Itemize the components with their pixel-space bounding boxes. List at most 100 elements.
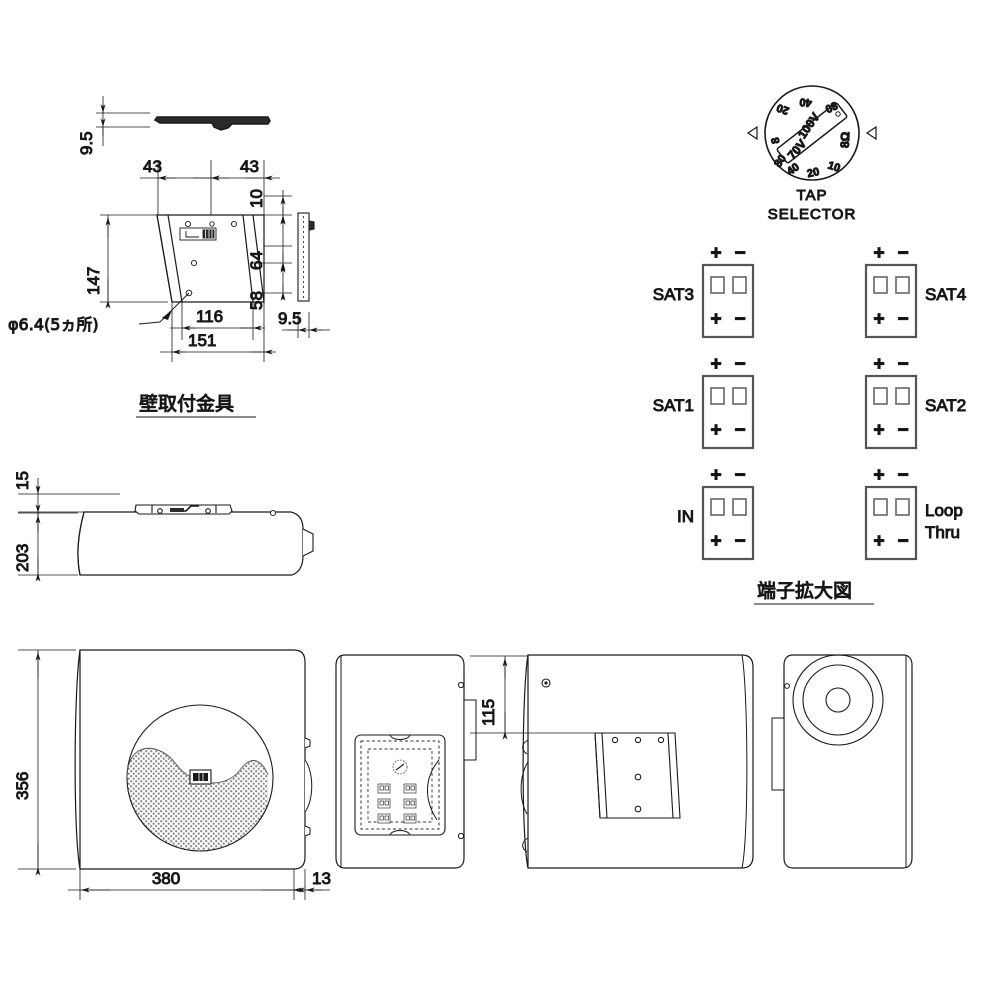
driver-center-cap [825, 687, 851, 713]
sat4-label: SAT4 [925, 285, 966, 304]
back-view-side-latches [520, 739, 529, 853]
tap-tick-upper-0: 20 [775, 101, 791, 116]
loop-minus-bottom: − [897, 531, 908, 552]
top-view-cabinet [77, 511, 304, 576]
dim-right-stack [250, 190, 292, 301]
tap-arrow-right-icon [865, 125, 877, 141]
loop-label-line1: Loop [925, 501, 963, 520]
bracket-view-caption: 壁取付金具 [139, 393, 234, 415]
front-view-side-latches [304, 737, 313, 837]
driver-outer-ring [792, 654, 884, 746]
speaker-back-view: 115 [470, 654, 754, 869]
speaker-rear-panel-view [335, 654, 477, 869]
sat3-minus-bottom: − [734, 309, 745, 330]
sat2-minus-bottom: − [897, 420, 908, 441]
in-plus-top: + [710, 465, 721, 486]
loop-minus-top: − [897, 465, 908, 486]
tap-selector-label-line2: SELECTOR [768, 206, 857, 223]
sat2-plus-top: + [873, 354, 884, 375]
dim-151-label: 151 [188, 331, 216, 350]
dim-203 [18, 512, 78, 582]
bracket-label-plate [179, 227, 217, 241]
in-label: IN [677, 507, 694, 526]
tap-arrow-left-icon [746, 125, 758, 141]
hole-note-label: φ6.4(5ヵ所) [8, 315, 99, 334]
rear-view-mini-terminals [377, 783, 417, 824]
rear-view-side-tab [457, 681, 477, 840]
dim-side-9p5-label: 9.5 [278, 309, 302, 328]
sat1-minus-bottom: − [734, 420, 745, 441]
dim-bracket-thickness-label: 9.5 [77, 131, 96, 155]
sat3-label: SAT3 [653, 285, 694, 304]
in-plus-bottom: + [710, 531, 721, 552]
tap-tick-upper-2: 80 [823, 99, 839, 115]
in-minus-top: − [734, 465, 745, 486]
sat3-plus-bottom: + [710, 309, 721, 330]
speaker-front-view: 356 380 13 [13, 649, 331, 900]
dim-13 [288, 869, 330, 900]
dim-10-label: 10 [247, 189, 266, 208]
terminal-enlarged-view: + − + − SAT3 + − + − SAT4 + − + [652, 243, 967, 605]
side-view-driver [792, 654, 884, 746]
driver-mid-ring [802, 664, 874, 736]
top-view-screw [269, 509, 277, 517]
tap-dot-marker [835, 111, 841, 117]
dim-64-label: 64 [247, 251, 266, 270]
rear-view-terminal-plate [354, 734, 446, 836]
dim-203-label: 203 [13, 544, 32, 572]
in-minus-bottom: − [734, 531, 745, 552]
sat3-minus-top: − [734, 243, 745, 264]
terminal-view-caption: 端子拡大図 [757, 580, 852, 602]
bracket-hole [184, 220, 192, 228]
dim-115 [470, 655, 598, 740]
dim-15-label: 15 [13, 471, 32, 490]
dim-right-43-label: 43 [240, 157, 259, 176]
dim-356 [18, 649, 76, 876]
sat4-minus-bottom: − [897, 309, 908, 330]
dim-147 [100, 214, 168, 309]
back-bracket-hole [657, 736, 665, 744]
back-view-bracket [594, 732, 681, 819]
terminal-block-sat2: + − + − SAT2 [864, 354, 967, 450]
dim-115-label: 115 [479, 699, 498, 726]
terminal-block-sat1: + − + − SAT1 [652, 354, 755, 450]
bracket-section-profile [153, 116, 271, 131]
back-bracket-hole [634, 736, 642, 744]
loop-plus-top: + [873, 465, 884, 486]
dim-left-43-label: 43 [143, 157, 162, 176]
sat1-label: SAT1 [653, 396, 694, 415]
tap-tick-left-8: 8 [770, 136, 783, 144]
bracket-hole [190, 259, 198, 267]
dim-bracket-thickness [96, 96, 150, 146]
back-view-screw-inner [544, 681, 548, 685]
dim-side-thickness [282, 312, 330, 338]
sat2-minus-top: − [897, 354, 908, 375]
dim-13-label: 13 [312, 869, 331, 888]
sat4-plus-bottom: + [873, 309, 884, 330]
dim-58-label: 58 [247, 291, 266, 310]
side-view-cabinet [783, 654, 913, 869]
top-view-tab [302, 528, 314, 557]
back-bracket-hole [611, 736, 619, 744]
sat1-plus-top: + [710, 354, 721, 375]
tap-tick-lower-1: 20 [806, 166, 821, 180]
front-view-badge [189, 769, 212, 785]
tap-selector-label-line1: TAP [796, 187, 827, 204]
back-bracket-hole [634, 805, 642, 813]
dim-151 [160, 302, 276, 362]
sat4-plus-top: + [873, 243, 884, 264]
dim-356-label: 356 [13, 772, 32, 800]
terminal-block-loop-thru: + − + − Loop Thru [864, 465, 963, 561]
terminal-block-sat3: + − + − SAT3 [652, 243, 755, 339]
loop-label-line2: Thru [925, 523, 960, 542]
tap-selector-view: 100V 70V 8Ω 20 40 80 8 80 40 20 10 TAP S… [746, 85, 877, 224]
dim-380-label: 380 [152, 869, 180, 888]
dim-147-label: 147 [84, 267, 103, 295]
sat3-plus-top: + [710, 243, 721, 264]
sat2-label: SAT2 [925, 396, 966, 415]
loop-plus-bottom: + [873, 531, 884, 552]
dim-116-label: 116 [196, 307, 223, 326]
tap-tick-upper-1: 40 [799, 95, 812, 108]
tap-impedance-label: 8Ω [838, 131, 853, 148]
